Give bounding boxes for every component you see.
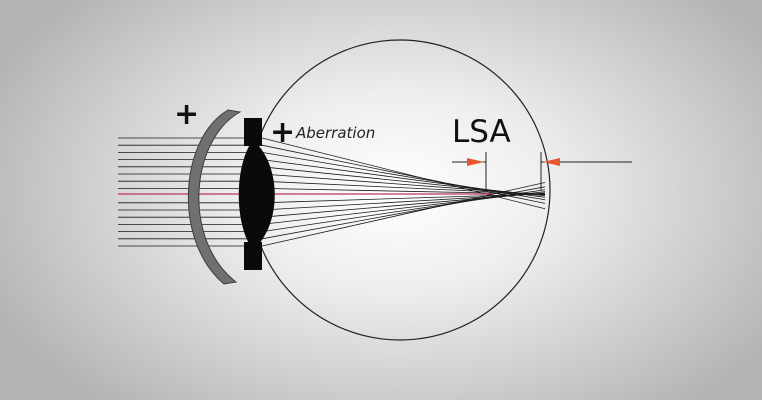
crystalline-lens — [238, 118, 275, 270]
lsa-arrow-right — [543, 158, 560, 166]
aberration-label: Aberration — [296, 124, 376, 142]
eyeball-outline — [249, 39, 551, 341]
cornea-positive-power-label: + — [174, 97, 200, 132]
lens-positive-power-label: + — [270, 115, 296, 150]
light-ray — [118, 182, 546, 247]
light-rays — [118, 137, 546, 247]
lsa-arrow-left — [467, 158, 484, 166]
lsa-label: LSA — [452, 114, 511, 150]
lsa-dimension — [452, 152, 632, 190]
cornea — [188, 109, 242, 285]
